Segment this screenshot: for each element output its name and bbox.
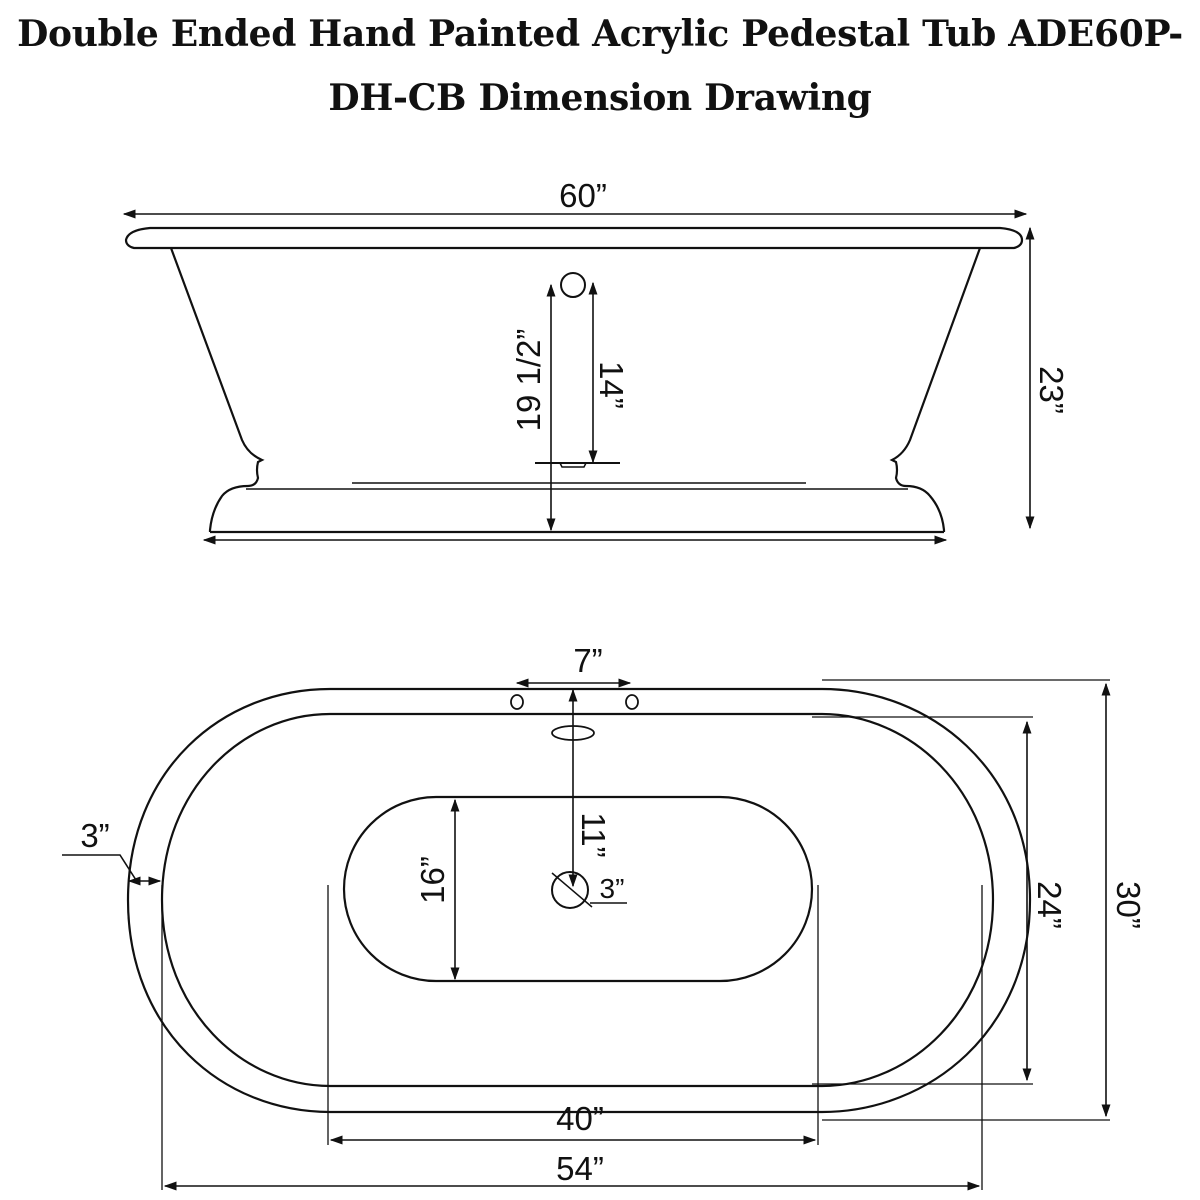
side-view xyxy=(124,226,1024,534)
page-title: Double Ended Hand Painted Acrylic Pedest… xyxy=(0,0,1200,130)
label-interior-length: 54” xyxy=(556,1150,604,1187)
faucet-hole-left xyxy=(510,694,524,710)
label-overall-height: 23” xyxy=(1033,366,1070,414)
label-basin-width: 16” xyxy=(414,856,451,904)
title-line-1: Double Ended Hand Painted Acrylic Pedest… xyxy=(17,13,1183,55)
top-view xyxy=(126,687,1032,1114)
label-drain-offset: 11” xyxy=(575,812,612,857)
basin-floor xyxy=(342,795,814,983)
label-faucet-spacing: 7” xyxy=(573,642,602,679)
label-overall-length: 60” xyxy=(559,177,607,214)
inner-rim xyxy=(160,712,995,1088)
label-basin-length: 40” xyxy=(556,1100,604,1137)
label-overall-width: 30” xyxy=(1110,881,1147,929)
label-faucet-height: 19 1/2” xyxy=(510,329,547,432)
title-line-2: DH-CB Dimension Drawing xyxy=(328,77,872,119)
tub-body-left xyxy=(169,247,265,532)
tub-rim xyxy=(124,226,1024,250)
label-drain-diameter: 3” xyxy=(600,873,625,904)
label-rim-width: 3” xyxy=(80,817,109,854)
faucet-hole-right xyxy=(625,694,639,710)
label-interior-width: 24” xyxy=(1031,881,1068,929)
label-faucet-to-drain: 14” xyxy=(593,361,630,409)
side-dimensions xyxy=(122,209,1035,545)
tub-body-right xyxy=(889,247,982,532)
top-dimensions xyxy=(62,678,1111,1191)
outer-rim xyxy=(126,687,1032,1114)
faucet-hole xyxy=(560,272,586,298)
